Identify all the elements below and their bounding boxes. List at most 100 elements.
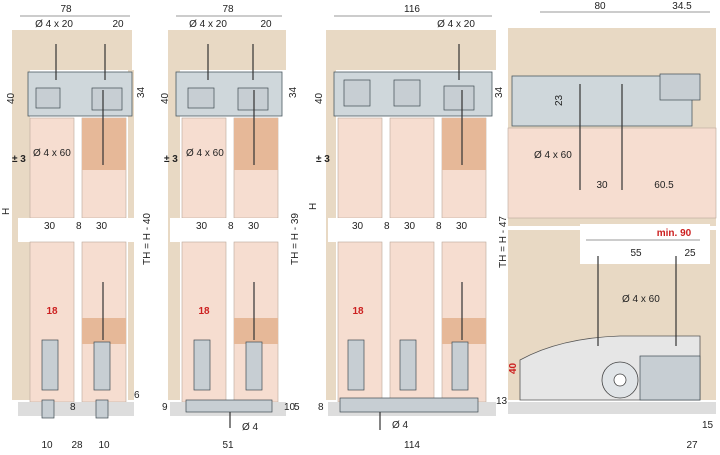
dim-offset: 15 [702,420,714,431]
door-wood-insert [442,118,486,170]
dim-clearance: 13 [496,396,508,407]
door-panel [389,117,435,219]
dim-offset: 34.5 [672,1,692,12]
bottom-guide [193,339,211,391]
floor-guide [41,399,55,419]
dim-gap: 8 [436,221,442,232]
break-gap [18,218,134,242]
dim-screw-floor: Ø 4 [392,420,409,431]
bottom-guide [245,341,263,391]
door-wood-insert [234,118,278,170]
door-panel [337,117,383,219]
panel-c: 116 Ø 4 x 20 40 34 ± 3 H 30 8 30 8 30 TH… [308,4,509,451]
panel-a: 78 Ø 4 x 20 20 40 34 ± 3 H TH = H - 40 Ø… [1,4,153,451]
door-panel [181,117,227,219]
dim-base: 51 [222,440,234,451]
dim-guide: 18 [46,306,58,317]
dim-height: 23 [554,94,565,106]
dim-width: 80 [594,1,606,12]
dim-base: 114 [404,440,420,451]
dim-clearance: 10 [284,402,296,413]
panel-d: 80 34.5 23 Ø 4 x 60 30 60.5 [507,1,717,226]
roller-carriage [443,85,475,111]
bottom-guide [347,339,365,391]
dim-clearance: 5 [294,402,300,413]
floor [18,402,134,416]
roller-carriage [35,87,61,109]
dim-spacing: 55 [630,248,642,259]
dim-width: 116 [404,4,420,15]
bottom-guide [41,339,59,391]
dim-adjust: ± 3 [316,154,330,165]
dim-track-height: 40 [6,92,17,104]
dim-offset: 27 [686,440,698,451]
label-area [580,224,710,264]
panel-b: 78 Ø 4 x 20 20 40 34 ± 3 Ø 4 x 60 30 8 3… [160,4,301,451]
roller-carriage [187,87,215,109]
dim-min: min. 90 [657,228,692,239]
door-panel [29,117,75,219]
dim-spacing: 60.5 [654,180,674,191]
door-wood-insert [82,118,126,170]
panel-e: min. 90 55 25 Ø 4 x 60 40 15 27 [508,224,716,451]
break-gap [170,218,286,242]
wall-area [12,30,132,70]
door-wood-insert [234,318,278,344]
dim-door: 30 [96,221,108,232]
dim-profile: 34 [136,86,147,98]
door-wood-insert [82,318,126,344]
floor-guide [95,399,109,419]
dim-gap: 8 [76,221,82,232]
dim-guide: 18 [198,306,210,317]
dim-width: 78 [222,4,234,15]
dim-adjust: ± 3 [164,154,178,165]
dim-door-height: TH = H - 47 [498,216,509,268]
end-bracket [659,73,701,101]
dim-gap: 8 [384,221,390,232]
floor-rail [339,397,479,413]
roller-carriage [343,79,371,107]
dim-base: 28 [71,440,83,451]
dim-screw-long: Ø 4 x 60 [622,294,660,305]
dim-door-height: TH = H - 39 [290,213,301,265]
bottom-guide [451,341,469,391]
wall-area [326,30,496,70]
dim-screw: Ø 4 x 20 [437,19,475,30]
dim-gap: 8 [228,221,234,232]
break-gap [328,218,496,242]
dim-base: 10 [41,440,53,451]
dim-track-height: 40 [314,92,325,104]
dim-floor: 8 [70,402,76,413]
door-panel [507,127,717,219]
dim-height: H [308,203,319,210]
bottom-guide [399,339,417,391]
dim-door: 30 [248,221,260,232]
dim-floor: 8 [318,402,324,413]
floor [508,402,716,414]
dim-track-height: 40 [160,92,171,104]
dim-screw-long: Ø 4 x 60 [33,148,71,159]
door-wood-insert [442,318,486,344]
roller-carriage [91,87,123,111]
roller-carriage [639,355,701,401]
dim-door: 30 [456,221,468,232]
roller-carriage [393,79,421,107]
roller-axle [613,373,627,387]
dim-adjust: ± 3 [12,154,26,165]
dim-door-height: TH = H - 40 [142,213,153,265]
dim-door: 30 [404,221,416,232]
dim-offset: 20 [260,19,272,30]
dim-profile: 34 [494,86,505,98]
dim-floor: 9 [162,402,168,413]
dim-spacing: 25 [684,248,696,259]
dim-door: 30 [352,221,364,232]
dim-width: 78 [60,4,72,15]
dim-screw: Ø 4 x 20 [189,19,227,30]
dim-guide: 18 [352,306,364,317]
roller-carriage [237,87,269,111]
dim-clearance: 6 [134,390,140,401]
floor-rail [185,399,273,413]
bottom-guide [93,341,111,391]
